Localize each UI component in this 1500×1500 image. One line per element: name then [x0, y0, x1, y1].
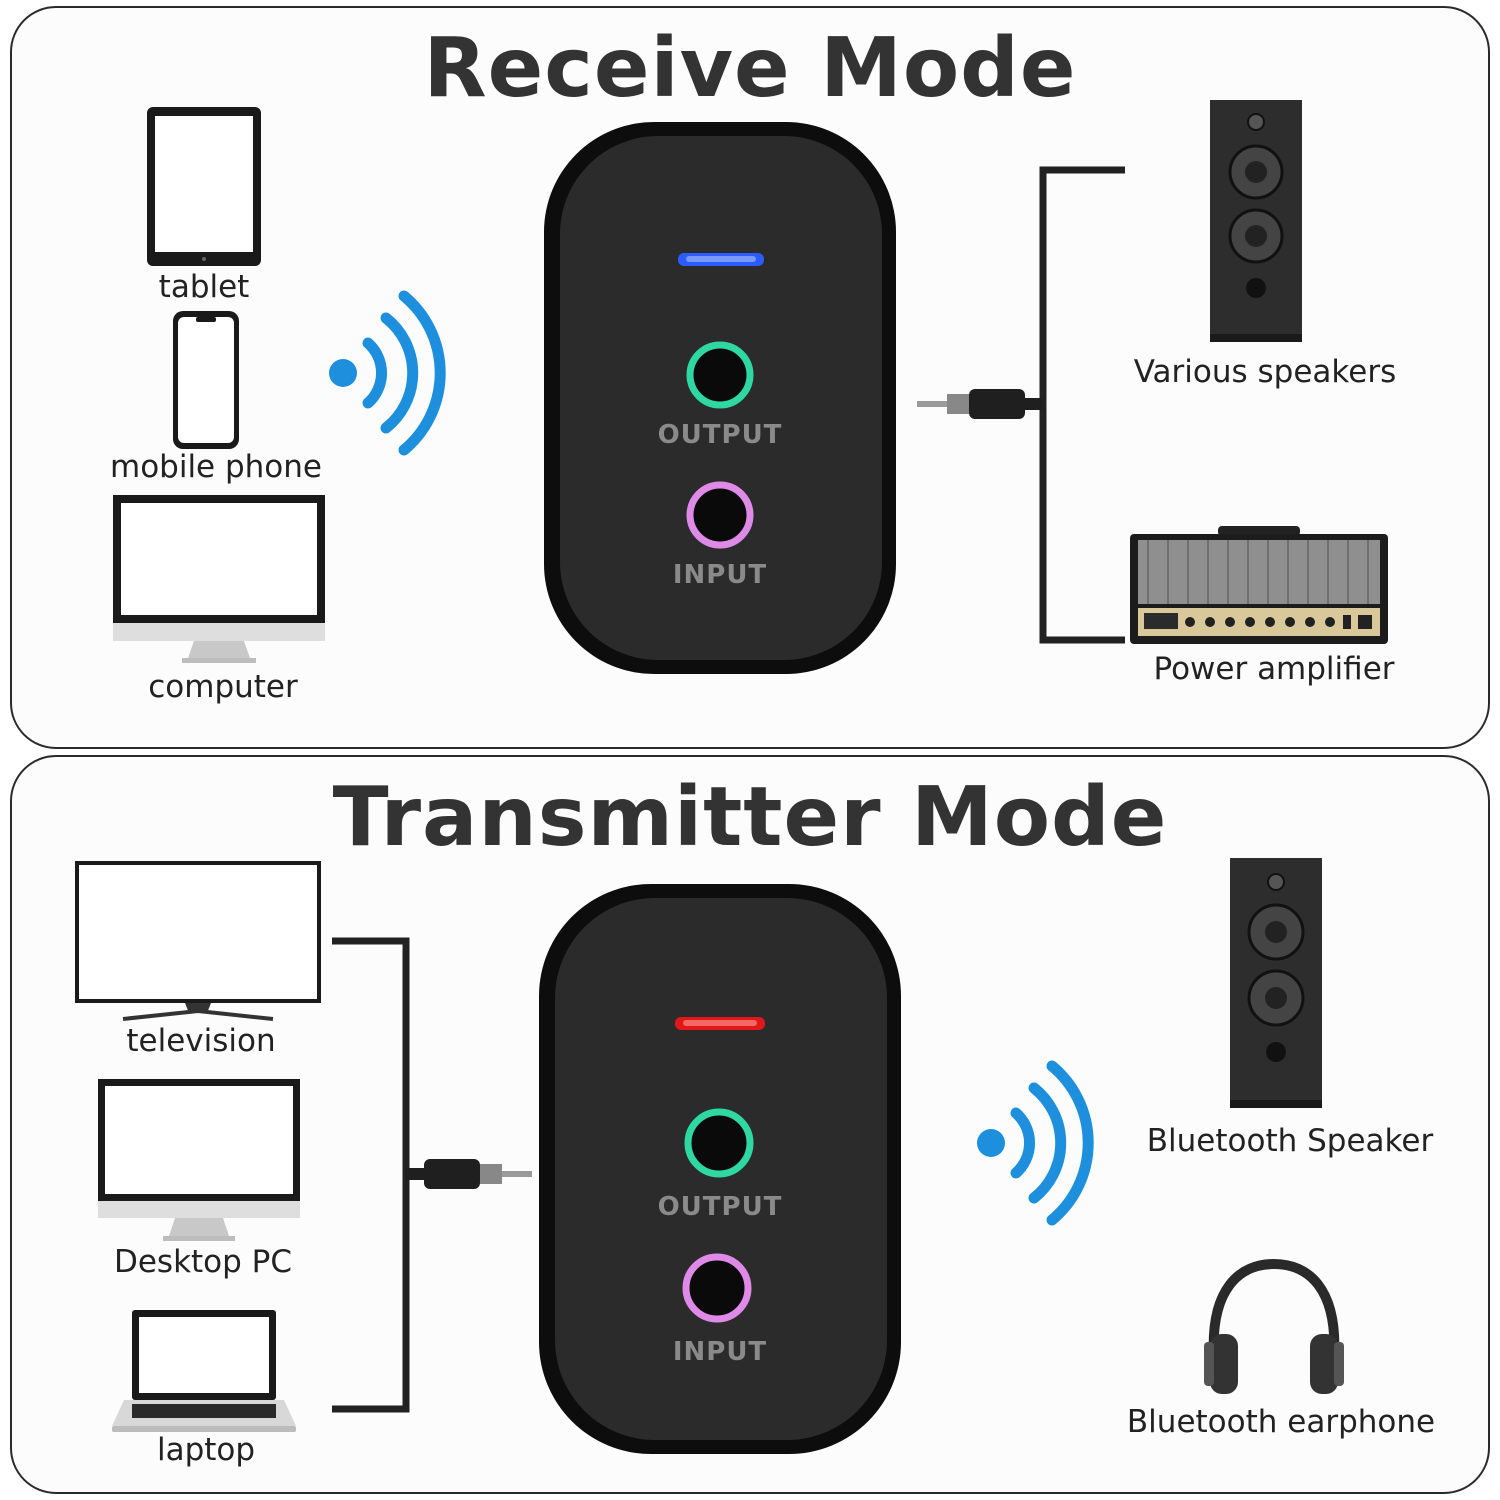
- adapter-body: [544, 122, 896, 674]
- bluetooth-adapter-receive: OUTPUT INPUT: [540, 118, 900, 678]
- input-jack: [682, 1253, 752, 1323]
- bluetooth-earphone-label: Bluetooth earphone: [1126, 1404, 1436, 1440]
- output-port-label: OUTPUT: [657, 420, 783, 450]
- laptop-icon: [112, 1310, 296, 1432]
- output-port-label: OUTPUT: [657, 1192, 783, 1222]
- desktop-pc-icon: [98, 1079, 300, 1241]
- power-amplifier-label: Power amplifier: [1153, 651, 1395, 687]
- desktop-pc-label: Desktop PC: [113, 1244, 293, 1280]
- input-port-label: INPUT: [672, 560, 768, 590]
- various-speakers-label: Various speakers: [1133, 354, 1397, 390]
- laptop-label: laptop: [156, 1432, 256, 1468]
- adapter-body: [539, 884, 901, 1454]
- transmitter-mode-title: Transmitter Mode: [332, 770, 1168, 865]
- tablet-icon: [147, 107, 261, 266]
- input-port-label: INPUT: [672, 1337, 768, 1367]
- floor-speaker-icon: [1230, 858, 1322, 1108]
- bluetooth-speaker-label: Bluetooth Speaker: [1146, 1123, 1434, 1159]
- wireless-signal-icon: [329, 290, 446, 456]
- power-amplifier-icon: [1130, 526, 1388, 644]
- output-jack: [686, 341, 754, 409]
- receive-mode-title: Receive Mode: [423, 21, 1077, 116]
- bluetooth-adapter-transmit: OUTPUT INPUT: [535, 880, 905, 1458]
- aux-cable-icon: [917, 166, 1125, 644]
- input-jack: [686, 481, 754, 549]
- computer-label: computer: [148, 669, 298, 705]
- floor-speaker-icon: [1210, 100, 1302, 342]
- headphones-icon: [1204, 1258, 1344, 1394]
- mobile-phone-icon: [173, 311, 239, 449]
- output-jack: [684, 1108, 754, 1178]
- television-icon: [75, 861, 321, 1021]
- wireless-signal-icon: [977, 1060, 1094, 1226]
- television-label: television: [126, 1023, 276, 1059]
- computer-icon: [113, 495, 325, 663]
- tablet-label: tablet: [158, 269, 250, 305]
- aux-cable-icon: [332, 937, 532, 1413]
- mobile-phone-label: mobile phone: [109, 449, 323, 485]
